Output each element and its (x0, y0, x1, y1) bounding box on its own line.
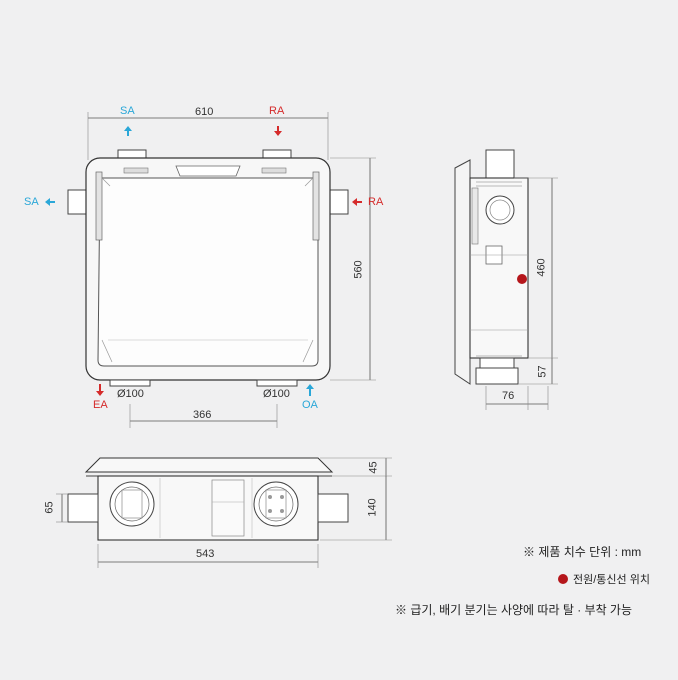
label-sa-left: SA (24, 196, 39, 208)
ra-right-arrow-icon (352, 198, 362, 206)
dim-duct-right: Ø100 (263, 388, 290, 400)
dim-bottom-width: 543 (196, 548, 215, 560)
power-legend: 전원/통신선 위치 (558, 571, 650, 587)
dim-bottom-body: 140 (366, 498, 379, 517)
footnote: ※ 급기, 배기 분기는 사양에 따라 탈 · 부착 가능 (395, 603, 633, 617)
power-dot-icon (558, 574, 568, 584)
label-sa-top: SA (120, 105, 135, 117)
dim-side-bottom: 57 (536, 365, 549, 378)
label-ra-top: RA (269, 105, 285, 117)
side-view (454, 149, 558, 410)
dim-bottom-left: 65 (43, 501, 56, 514)
dim-height-front: 560 (352, 260, 365, 279)
sa-left-arrow-icon (45, 198, 55, 206)
dim-duct-left: Ø100 (117, 388, 144, 400)
label-ra-right: RA (368, 196, 384, 208)
dim-bottom-top: 45 (367, 461, 380, 474)
dim-side-depth: 76 (502, 390, 515, 402)
ra-top-arrow-icon (274, 126, 282, 136)
ea-arrow-icon (96, 384, 104, 396)
airflow-arrows (45, 126, 362, 396)
power-position-marker (517, 274, 527, 284)
front-view (67, 112, 376, 428)
sa-top-arrow-icon (124, 126, 132, 136)
dim-duct-spacing: 366 (193, 409, 212, 421)
power-legend-text: 전원/통신선 위치 (573, 574, 650, 586)
oa-arrow-icon (306, 384, 314, 396)
bottom-view (56, 457, 392, 568)
dim-side-height: 460 (535, 258, 548, 277)
label-oa: OA (302, 399, 318, 411)
unit-note: ※ 제품 치수 단위 : mm (523, 545, 642, 559)
label-ea: EA (93, 399, 108, 411)
dim-width-top: 610 (195, 106, 214, 118)
